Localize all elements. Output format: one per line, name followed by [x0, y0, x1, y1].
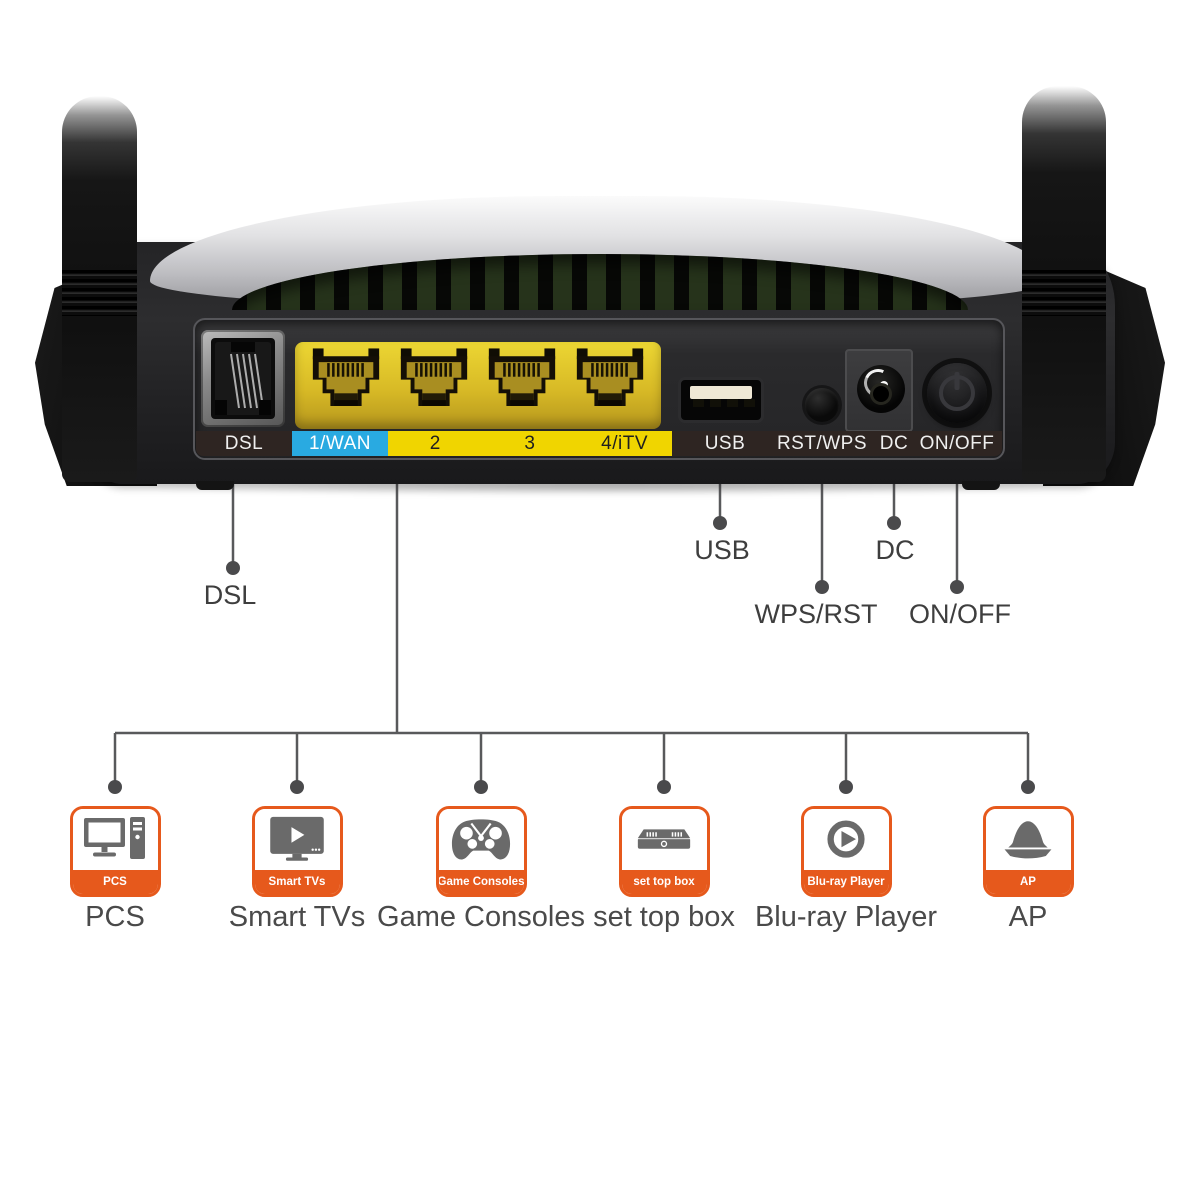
usb-port — [678, 377, 764, 423]
device-badge: Smart TVs — [254, 870, 340, 894]
device-badge: PCS — [72, 870, 158, 894]
usb-tab — [690, 386, 752, 399]
device-label-ap: AP — [1008, 901, 1048, 933]
device-card-set-top-box: set top box — [618, 806, 710, 897]
device-card-blu-ray-player: Blu-ray Player — [800, 806, 892, 897]
rj45-port-1-wan-icon — [312, 348, 380, 406]
antenna-left-ribs — [62, 270, 137, 316]
lan-port-block — [295, 342, 661, 429]
blu-ray-player-icon — [803, 809, 889, 870]
connector-dot-ap — [1021, 780, 1035, 794]
connector-dot-blu-ray — [839, 780, 853, 794]
strip-right-segment: USB RST/WPS DC ON/OFF — [671, 431, 1002, 456]
usb-contact — [744, 399, 755, 407]
device-label-game-consoles: Game Consoles — [377, 901, 585, 933]
device-badge: Game Consoles — [438, 870, 524, 894]
device-badge: Blu-ray Player — [803, 870, 889, 894]
port-label-strip: DSL 1/WAN 2 3 4/iTV USB RST/WPS DC ON/OF… — [196, 431, 1002, 456]
dc-jack-plate — [845, 349, 913, 432]
connector-dot-set-top-box — [657, 780, 671, 794]
device-label-smart-tvs: Smart TVs — [228, 901, 366, 933]
dc-jack — [857, 365, 905, 413]
ap-icon — [985, 809, 1071, 870]
rst-wps-button — [805, 388, 839, 422]
smart-tvs-icon — [254, 809, 340, 870]
device-label-set-top-box: set top box — [593, 901, 735, 933]
device-card-smart-tvs: Smart TVs — [251, 806, 343, 897]
callout-label-wps-rst: WPS/RST — [754, 599, 878, 629]
dc-jack-barrel — [870, 383, 892, 405]
callout-label-on-off: ON/OFF — [909, 599, 1011, 629]
power-icon-bar — [954, 372, 960, 390]
usb-contact — [727, 399, 738, 407]
connector-dot-dc — [887, 516, 901, 530]
usb-contact — [710, 399, 721, 407]
device-label-blu-ray-player: Blu-ray Player — [754, 901, 938, 933]
device-card-ap: AP — [982, 806, 1074, 897]
strip-label-on-off: ON/OFF — [919, 432, 995, 454]
rj11-jack-icon — [211, 338, 275, 419]
connector-dot-wps-rst — [815, 580, 829, 594]
strip-label-wan: 1/WAN — [292, 431, 388, 456]
connector-dot-smart-tvs — [290, 780, 304, 794]
rj45-port-4-itv-icon — [576, 348, 644, 406]
strip-label-dc: DC — [879, 432, 909, 454]
device-label-pcs: PCS — [85, 901, 145, 933]
router-foot-right — [962, 481, 1000, 490]
connector-dot-dsl — [226, 561, 240, 575]
connector-dot-usb — [713, 516, 727, 530]
strip-label-dsl: DSL — [196, 431, 292, 456]
callout-label-dsl: DSL — [203, 580, 257, 610]
strip-label-lan2: 2 — [388, 431, 483, 456]
antenna-left — [62, 96, 137, 482]
strip-label-lan3: 3 — [482, 431, 578, 456]
rj45-port-2-icon — [400, 348, 468, 406]
set-top-box-icon — [621, 809, 707, 870]
strip-label-rst-wps: RST/WPS — [776, 432, 868, 454]
connector-dot-game-consoles — [474, 780, 488, 794]
device-card-game-consoles: Game Consoles — [435, 806, 527, 897]
game-consoles-icon — [438, 809, 524, 870]
antenna-right-ribs — [1022, 270, 1106, 316]
rj45-port-3-icon — [488, 348, 556, 406]
antenna-right — [1022, 86, 1106, 482]
connector-dot-on-off — [950, 580, 964, 594]
dsl-port — [201, 330, 285, 427]
connector-dot-pcs — [108, 780, 122, 794]
usb-contact — [693, 399, 704, 407]
device-card-pcs: PCS — [69, 806, 161, 897]
device-badge: AP — [985, 870, 1071, 894]
pcs-icon — [72, 809, 158, 870]
router-foot-left — [196, 481, 234, 490]
callout-label-usb: USB — [694, 535, 750, 565]
strip-label-lan4: 4/iTV — [577, 431, 672, 456]
strip-label-usb: USB — [704, 432, 746, 454]
device-badge: set top box — [621, 870, 707, 894]
callout-label-dc: DC — [875, 535, 915, 565]
on-off-button — [927, 363, 987, 423]
